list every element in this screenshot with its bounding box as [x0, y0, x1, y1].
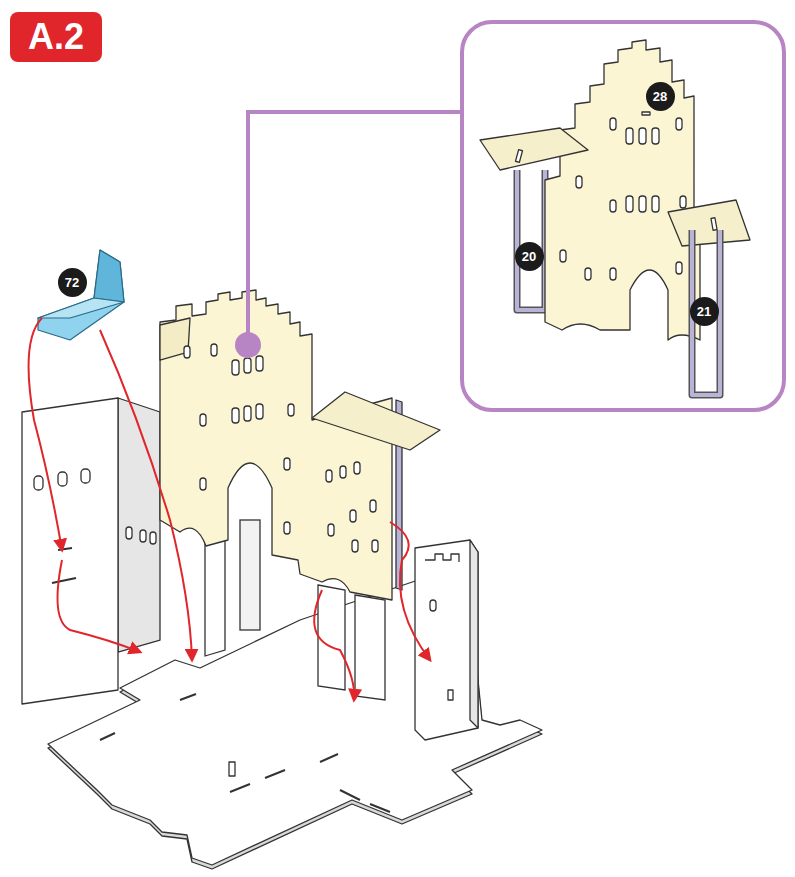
callout-number: 72	[58, 268, 87, 297]
assembly-arrows	[29, 318, 430, 700]
inset-leader	[235, 112, 462, 358]
facade-28	[160, 290, 440, 600]
detail-inset	[462, 22, 784, 410]
callout-number: 20	[515, 242, 544, 271]
part-72	[38, 250, 124, 340]
right-tower	[415, 540, 478, 740]
callout-number: 21	[690, 297, 719, 326]
left-wall	[22, 398, 160, 704]
step-badge	[10, 12, 102, 62]
callout-number: 28	[646, 82, 675, 111]
step-number: A.2	[28, 14, 84, 60]
